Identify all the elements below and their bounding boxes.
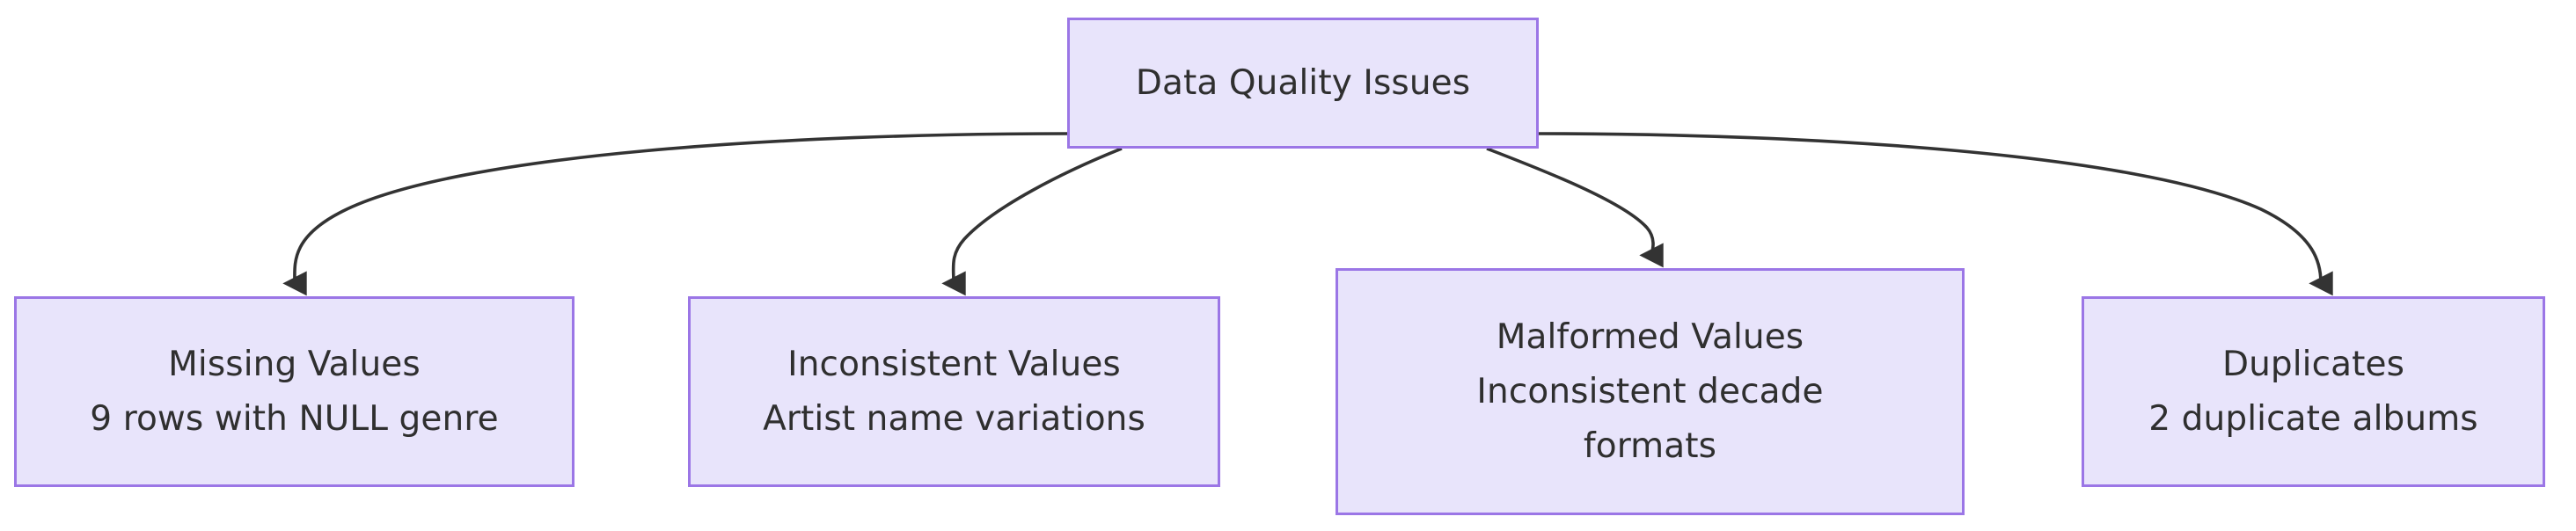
edge-root-inconsistent-values (941, 147, 1123, 296)
edge-root-malformed-values (1486, 147, 1664, 268)
node-missing-values[interactable]: Missing Values 9 rows with NULL genre (14, 296, 574, 487)
node-duplicates[interactable]: Duplicates 2 duplicate albums (2082, 296, 2545, 487)
node-malformed-values[interactable]: Malformed Values Inconsistent decade for… (1336, 268, 1965, 515)
edge-root-missing-values (282, 132, 1068, 296)
node-duplicates-detail: 2 duplicate albums (2148, 398, 2478, 439)
node-root-label: Data Quality Issues (1135, 62, 1471, 103)
node-inconsistent-values[interactable]: Inconsistent Values Artist name variatio… (688, 296, 1220, 487)
node-missing-values-title: Missing Values (168, 344, 421, 384)
node-root[interactable]: Data Quality Issues (1067, 18, 1539, 149)
node-malformed-values-title: Malformed Values (1496, 316, 1804, 357)
edge-root-duplicates (1538, 132, 2333, 296)
node-duplicates-title: Duplicates (2221, 344, 2405, 384)
node-malformed-values-detail: Inconsistent decade formats (1476, 371, 1824, 466)
node-inconsistent-values-detail: Artist name variations (763, 398, 1145, 439)
node-missing-values-detail: 9 rows with NULL genre (90, 398, 499, 439)
node-inconsistent-values-title: Inconsistent Values (787, 344, 1121, 384)
